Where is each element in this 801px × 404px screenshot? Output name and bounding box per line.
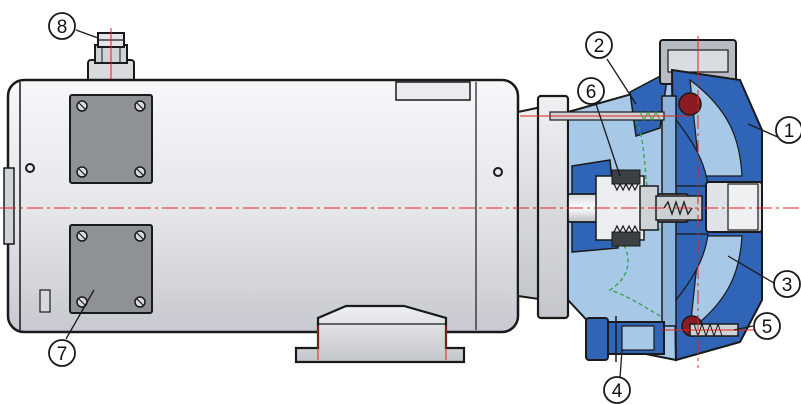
leader-line-1 bbox=[747, 123, 781, 139]
drain-fitting bbox=[585, 316, 665, 362]
callout-label-1: 1 bbox=[784, 121, 795, 142]
top-access-panel bbox=[69, 94, 153, 184]
leader-line-7 bbox=[65, 289, 95, 340]
callout-label-6: 6 bbox=[586, 82, 597, 103]
panel-screw bbox=[134, 230, 146, 242]
panel-screw bbox=[134, 296, 146, 308]
callout-8: 8 bbox=[48, 12, 76, 40]
callout-label-4: 4 bbox=[612, 381, 623, 402]
suction-inlet bbox=[705, 181, 763, 233]
callout-2: 2 bbox=[585, 31, 613, 59]
callout-5: 5 bbox=[753, 312, 781, 340]
callout-3: 3 bbox=[773, 270, 801, 298]
mounting-foot bbox=[294, 304, 466, 364]
leader-lines bbox=[65, 29, 781, 379]
panel-screw bbox=[134, 100, 146, 112]
leader-line-8 bbox=[75, 29, 99, 39]
leader-line-5 bbox=[733, 325, 754, 331]
motor-adapter-flange bbox=[517, 94, 570, 320]
callout-label-2: 2 bbox=[594, 36, 605, 57]
panel-screw bbox=[76, 100, 88, 112]
callout-label-3: 3 bbox=[782, 275, 793, 296]
callout-label-8: 8 bbox=[57, 17, 68, 38]
callout-7: 7 bbox=[48, 339, 76, 367]
panel-screw bbox=[76, 166, 88, 178]
callout-4: 4 bbox=[603, 376, 631, 404]
leader-line-2 bbox=[606, 58, 637, 105]
leader-line-6 bbox=[595, 103, 621, 177]
callout-label-5: 5 bbox=[762, 317, 773, 338]
callout-6: 6 bbox=[577, 77, 605, 105]
bottom-access-panel bbox=[69, 224, 153, 314]
panel-screw bbox=[76, 230, 88, 242]
mechanical-seal bbox=[611, 169, 641, 247]
callout-1: 1 bbox=[775, 116, 801, 144]
leader-line-4 bbox=[619, 349, 623, 379]
leader-line-3 bbox=[727, 255, 780, 287]
callout-label-7: 7 bbox=[57, 344, 68, 365]
panel-screw bbox=[134, 166, 146, 178]
